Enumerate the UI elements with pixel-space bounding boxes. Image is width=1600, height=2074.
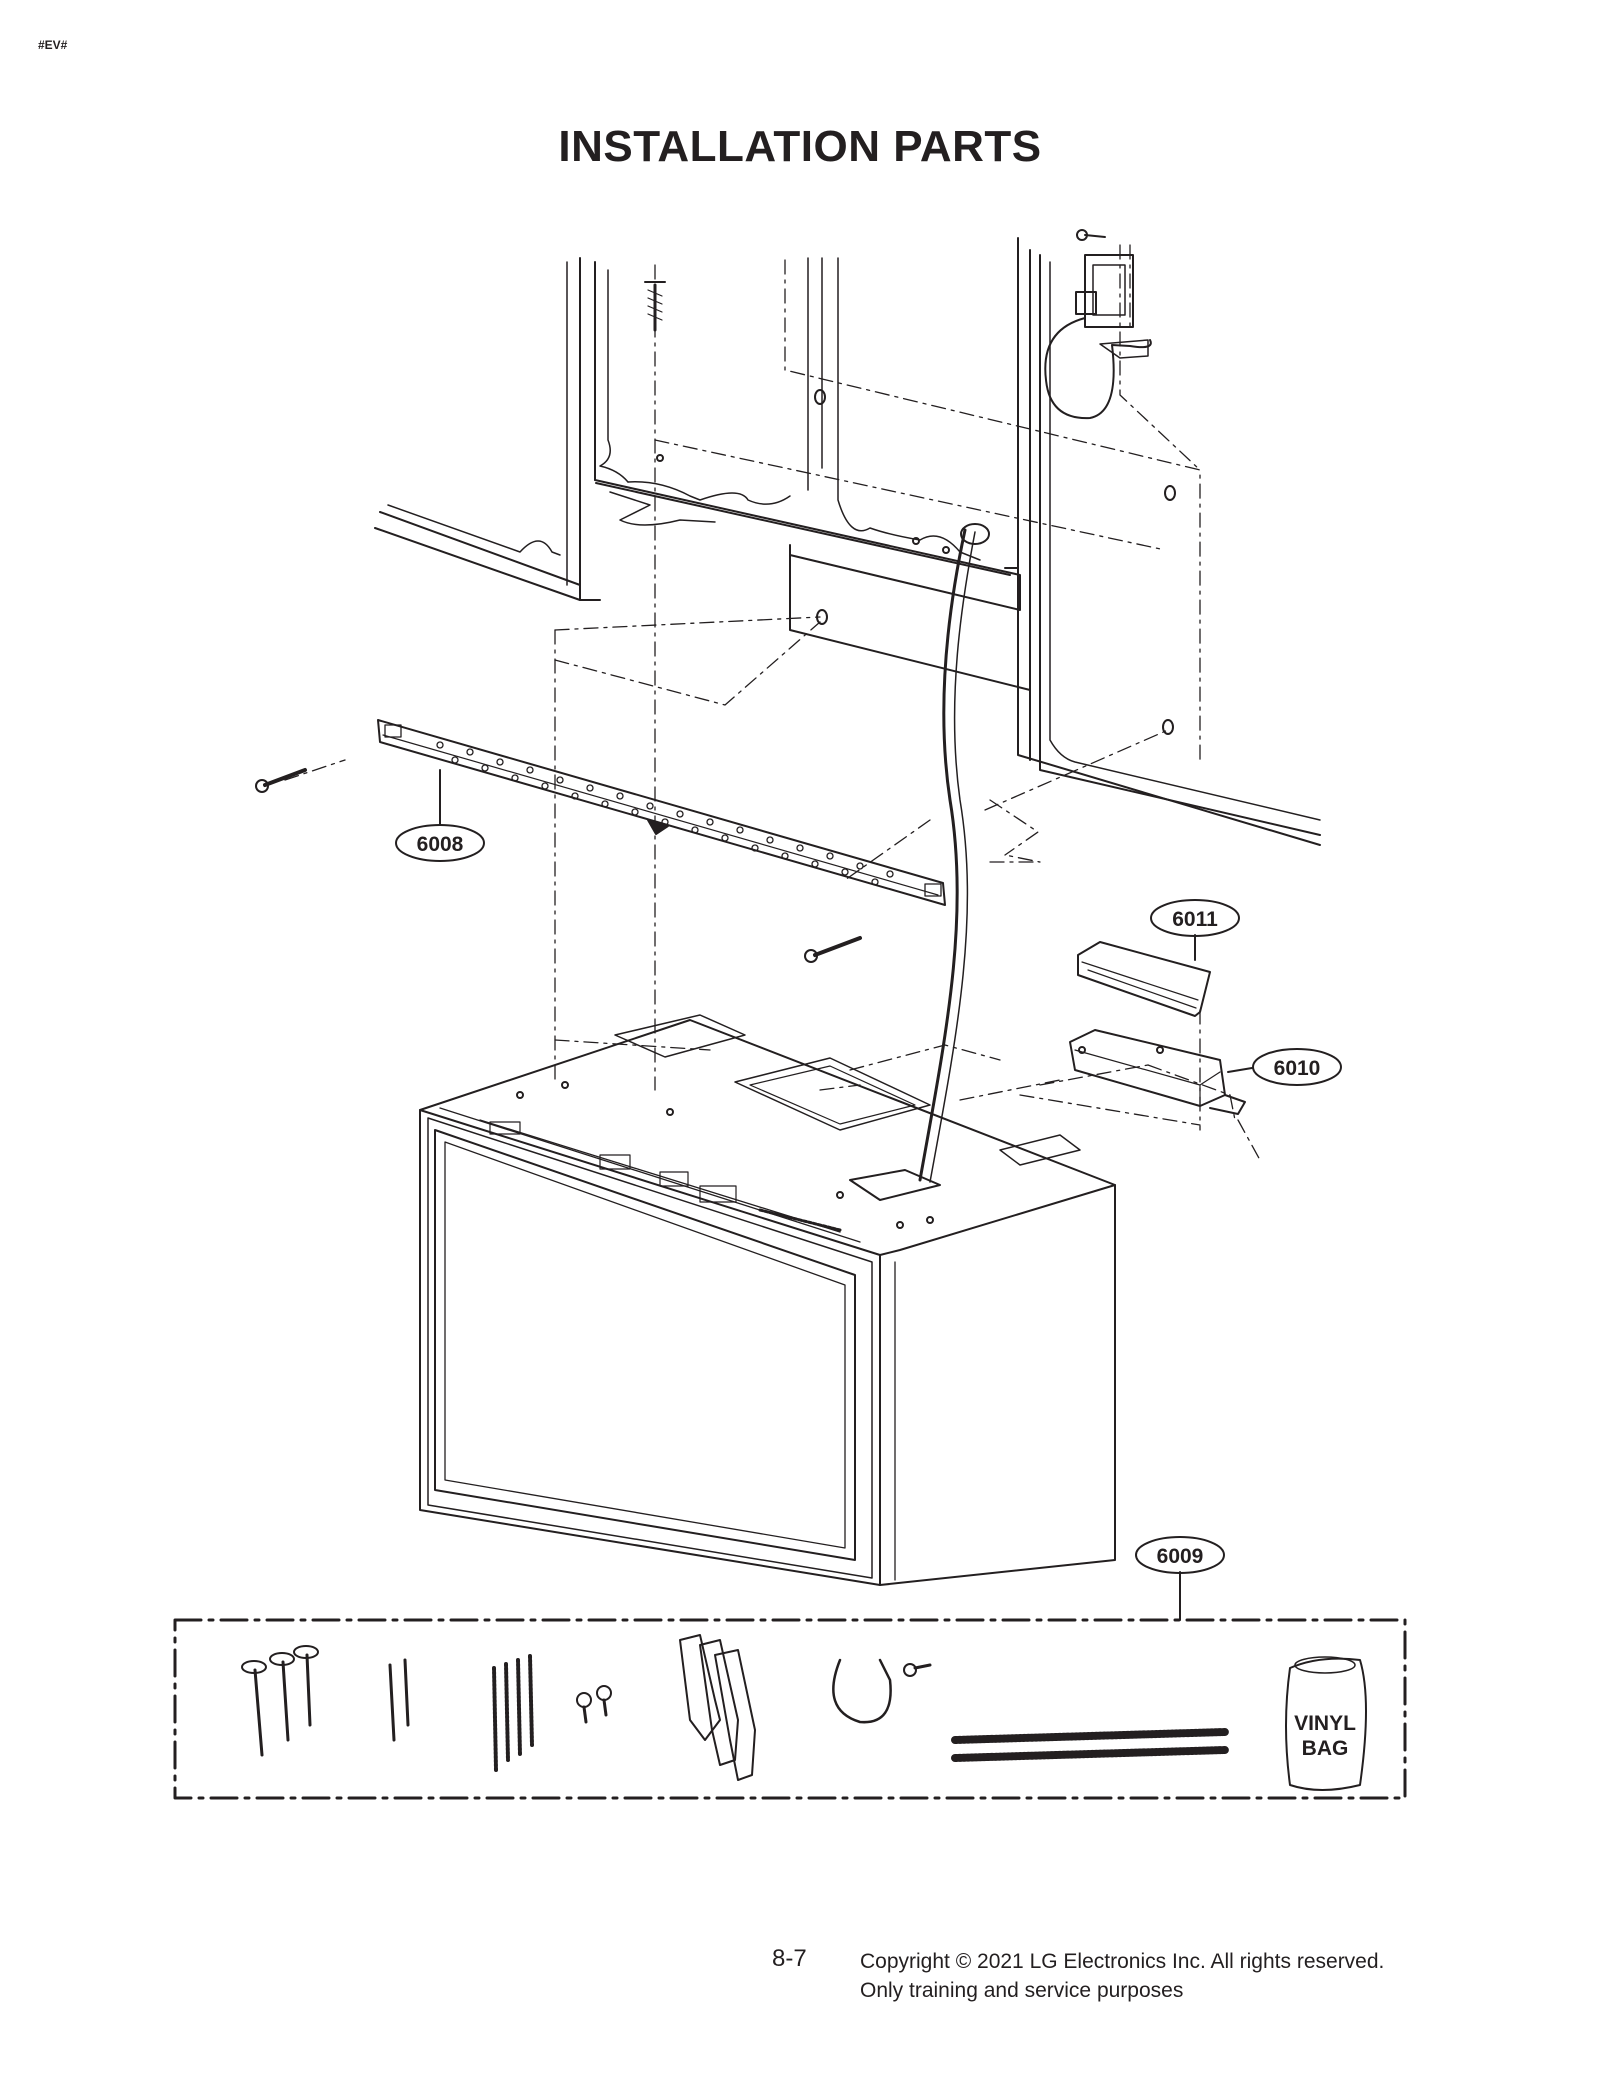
alignment-guides: [284, 244, 1261, 1161]
callout-6010: 6010: [1252, 1048, 1342, 1086]
svg-text:6008: 6008: [417, 833, 464, 856]
usage-note: Only training and service purposes: [860, 1979, 1184, 2002]
damper-parts: [1069, 934, 1253, 1115]
callout-6009: 6009: [1135, 1536, 1225, 1574]
svg-text:6009: 6009: [1157, 1545, 1204, 1568]
vinyl-bag-label-line2: BAG: [1302, 1737, 1349, 1760]
callout-6008: 6008: [395, 824, 485, 862]
screw-top: [644, 281, 666, 332]
svg-text:6011: 6011: [1172, 908, 1218, 931]
copyright-footer: Copyright © 2021 LG Electronics Inc. All…: [860, 1947, 1384, 2005]
page-number: 8-7: [772, 1945, 807, 1972]
copyright-text: Copyright © 2021 LG Electronics Inc. All…: [860, 1950, 1385, 1973]
wall-cabinets: [374, 237, 1321, 846]
svg-text:6010: 6010: [1274, 1057, 1321, 1080]
mounting-plate: [255, 719, 946, 963]
document-tag: #EV#: [38, 38, 68, 52]
installation-kit-box: [173, 1571, 1407, 1800]
page-title: INSTALLATION PARTS: [558, 122, 1042, 171]
callout-6011: 6011: [1150, 899, 1240, 937]
vinyl-bag-label-line1: VINYL: [1294, 1712, 1356, 1735]
microwave-oven: [419, 1014, 1116, 1586]
kit-contents: VINYL BAG: [241, 1634, 1367, 1791]
power-outlet-and-cord: [918, 229, 1152, 1183]
